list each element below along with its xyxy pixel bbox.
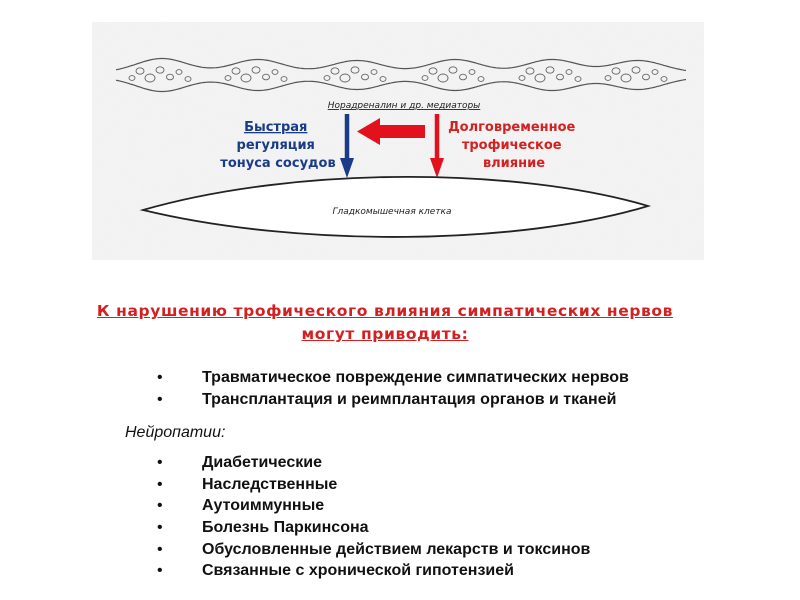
vesicle (660, 76, 668, 82)
list-item: •Связанные с хронической гипотензией (157, 560, 590, 582)
list-item: •Обусловленные действием лекарств и токс… (157, 539, 590, 561)
vesicle (437, 73, 449, 83)
bullet-icon: • (157, 540, 163, 558)
vesicle (175, 69, 183, 75)
bullet-icon: • (157, 369, 163, 386)
vesicle (166, 73, 174, 81)
nerve-fiber (115, 57, 687, 93)
vesicle (280, 76, 288, 82)
neuropathy-title: Нейропатии: (125, 424, 226, 441)
list-item: •Аутоиммунные (157, 495, 590, 517)
vesicle (525, 67, 535, 75)
vesicle (421, 75, 429, 81)
vesicle (330, 67, 340, 75)
vesicle (518, 75, 526, 81)
vesicle (651, 69, 659, 75)
vesicle (240, 73, 252, 83)
vesicle (534, 73, 546, 83)
vesicle (361, 73, 369, 81)
vesicle (155, 66, 165, 74)
vesicle (339, 73, 351, 83)
causes-list: •Травматическое повреждение симпатически… (157, 367, 629, 410)
bullet-icon: • (157, 475, 163, 493)
smooth-muscle-cell-label: Гладкомышечная клетка (332, 207, 451, 217)
list-item: •Болезнь Паркинсона (157, 517, 590, 539)
diagram: Норадреналин и др. медиаторы Быстрая рег… (92, 22, 704, 260)
bullet-icon: • (157, 562, 163, 580)
trophic-influence-arrow (430, 114, 444, 178)
vesicle (323, 75, 331, 81)
vesicle (224, 75, 232, 81)
heading-line-1: К нарушению трофического влияния симпати… (96, 302, 674, 320)
list-item: •Диабетические (157, 452, 590, 474)
list-item: •Наследственные (157, 474, 590, 496)
vesicle (135, 67, 145, 75)
vesicle (448, 66, 458, 74)
bullet-icon: • (157, 497, 163, 515)
vesicle (604, 75, 612, 81)
vesicle (468, 69, 476, 75)
vesicle (379, 76, 387, 82)
vesicle (428, 67, 438, 75)
vesicle (370, 69, 378, 75)
vesicle (350, 66, 360, 74)
vesicle (459, 73, 467, 81)
bullet-icon: • (157, 519, 163, 537)
horizontal-red-arrow (357, 118, 425, 145)
vesicle (477, 76, 485, 82)
vesicle (545, 66, 555, 74)
fast-regulation-label: Быстрая регуляция тонуса сосудов (220, 120, 335, 171)
vesicle (231, 67, 241, 75)
mediators-label: Норадреналин и др. медиаторы (328, 101, 481, 111)
vesicle (642, 73, 650, 81)
list-item: •Травматическое повреждение симпатически… (157, 367, 629, 389)
list-item: •Трансплантация и реимплантация органов … (157, 389, 629, 411)
vesicle (620, 73, 632, 83)
vesicle (631, 66, 641, 74)
vesicle (262, 73, 270, 81)
smooth-muscle-cell (139, 176, 652, 238)
vesicle (565, 69, 573, 75)
vesicle (271, 69, 279, 75)
trophic-influence-label: Долговременное трофическое влияние (448, 120, 580, 171)
fast-regulation-arrow (340, 114, 354, 178)
bullet-icon: • (157, 454, 163, 471)
vesicle (574, 76, 582, 82)
vesicle (556, 73, 564, 81)
heading-line-2: могут приводить: (301, 325, 469, 343)
vesicle (184, 76, 192, 82)
vesicle (611, 67, 621, 75)
vesicle (128, 75, 136, 81)
neuropathy-list: •Диабетические •Наследственные •Аутоимму… (157, 452, 590, 582)
bullet-icon: • (157, 390, 163, 408)
vesicle (251, 66, 261, 74)
vesicle (144, 73, 156, 83)
